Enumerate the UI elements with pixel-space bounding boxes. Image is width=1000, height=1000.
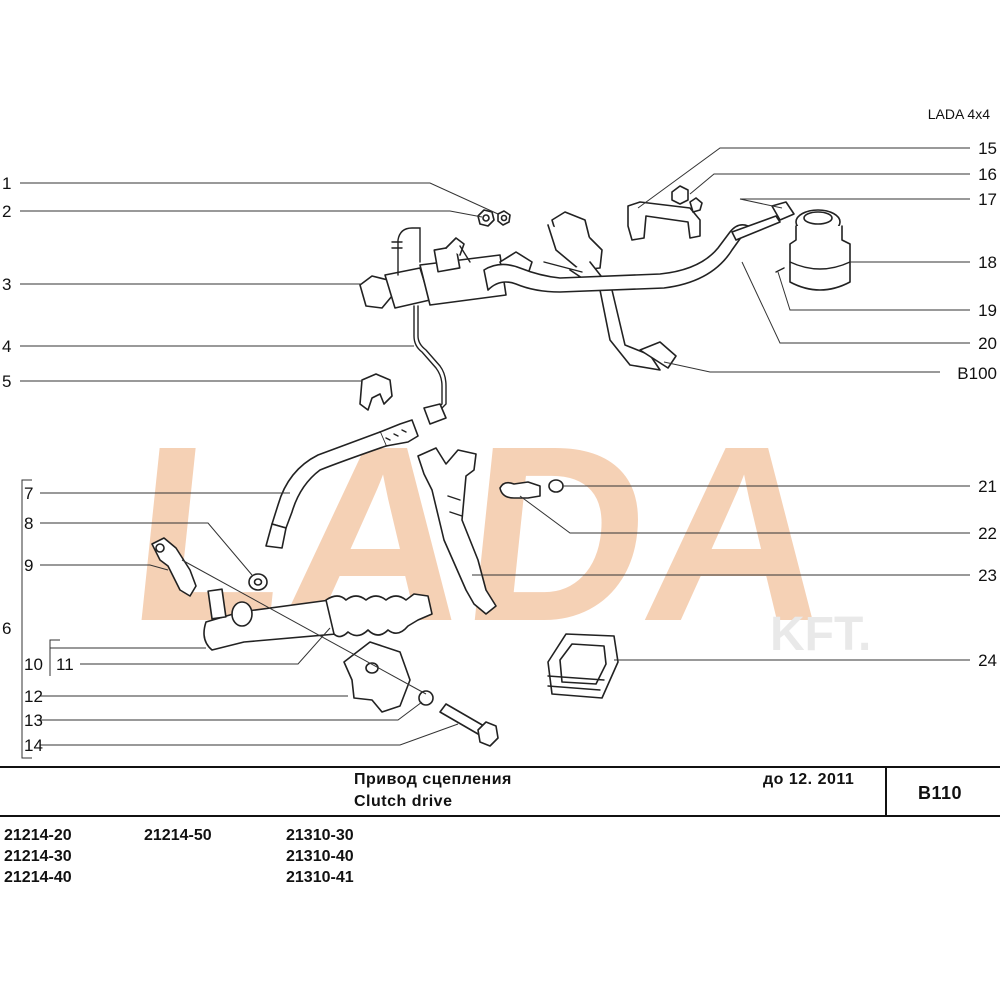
slave-cylinder — [203, 588, 433, 651]
pushrod — [731, 215, 781, 241]
title-block-frame — [0, 766, 1000, 817]
title-en: Clutch drive — [354, 793, 453, 810]
callouts: 1 2 3 4 5 6 7 8 9 10 11 12 13 14 15 16 1… — [2, 139, 997, 755]
callout-16: 16 — [978, 165, 997, 184]
nut-part — [477, 209, 511, 227]
long-tube — [483, 224, 749, 293]
callout-24: 24 — [978, 651, 997, 670]
pipe-clip — [359, 373, 393, 411]
reservoir-part — [775, 209, 851, 291]
model-code: 21214-30 — [4, 848, 72, 865]
callout-19: 19 — [978, 301, 997, 320]
callout-17: 17 — [978, 190, 997, 209]
model-code: 21214-40 — [4, 869, 72, 886]
ball-pin — [499, 481, 541, 499]
callout-4: 4 — [2, 337, 11, 356]
callout-8: 8 — [24, 514, 33, 533]
model-code: 21310-41 — [286, 869, 354, 886]
model-code: 21214-50 — [144, 827, 212, 844]
model-code: 21310-30 — [286, 827, 354, 844]
callout-11: 11 — [56, 655, 74, 674]
callout-3: 3 — [2, 275, 11, 294]
slave-bracket — [151, 537, 197, 597]
callout-15: 15 — [978, 139, 997, 158]
model-code: 21310-40 — [286, 848, 354, 865]
brake-pipe — [413, 305, 443, 415]
callout-2: 2 — [2, 202, 11, 221]
leader-lines — [20, 147, 970, 759]
callout-23: 23 — [978, 566, 997, 585]
callout-13: 13 — [24, 711, 43, 730]
mount-bracket — [343, 641, 411, 713]
callout-22: 22 — [978, 524, 997, 543]
callout-12: 12 — [24, 687, 43, 706]
bolt-part — [439, 703, 499, 747]
callout-7: 7 — [24, 484, 33, 503]
pedal-assembly — [543, 211, 677, 371]
callout-14: 14 — [24, 736, 43, 755]
ring-21 — [548, 479, 564, 493]
rubber-boot — [547, 633, 619, 699]
bracket-part — [627, 185, 703, 241]
callout-21: 21 — [978, 477, 997, 496]
callout-18: 18 — [978, 253, 997, 272]
watermark-subtext: KFT. — [770, 608, 871, 661]
callout-5: 5 — [2, 372, 11, 391]
brand-label: LADA 4x4 — [928, 106, 990, 122]
clutch-hose — [265, 419, 419, 549]
callout-6: 6 — [2, 619, 11, 638]
title-ru: Привод сцепления — [354, 771, 512, 788]
callout-20: 20 — [978, 334, 997, 353]
callout-9: 9 — [24, 556, 33, 575]
callout-B100: B100 — [957, 364, 997, 383]
callout-10: 10 — [24, 655, 43, 674]
validity-date: до 12. 2011 — [763, 771, 855, 788]
spring-washer — [418, 690, 434, 706]
model-code: 21214-20 — [4, 827, 72, 844]
callout-1: 1 — [2, 174, 11, 193]
pipe — [397, 227, 421, 276]
parts — [151, 185, 851, 747]
section-code: B110 — [918, 783, 963, 803]
